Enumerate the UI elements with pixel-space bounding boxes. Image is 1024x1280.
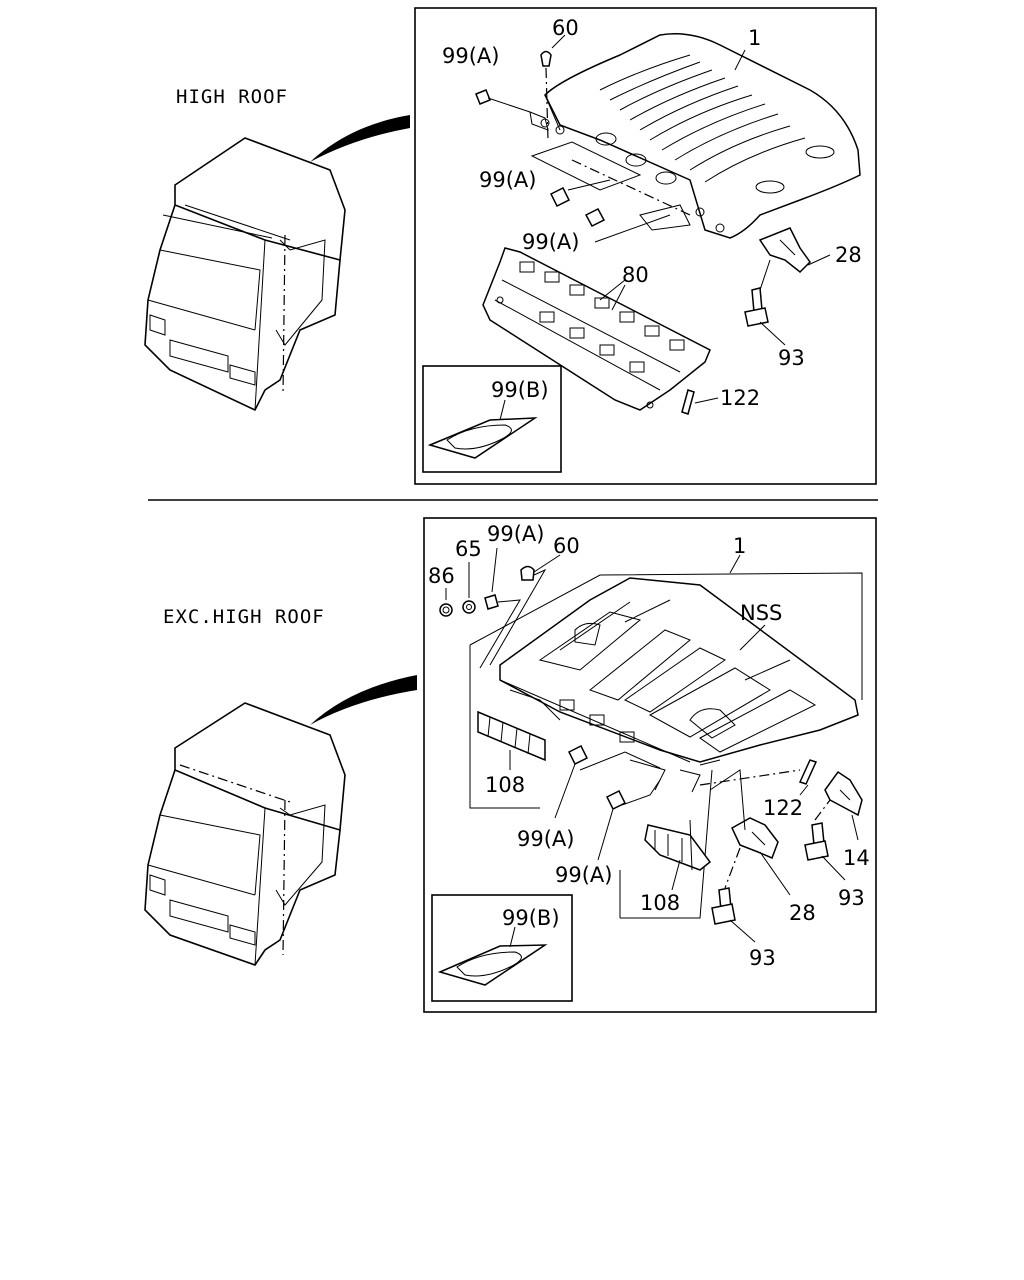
label-99a-3: 99(A) xyxy=(522,230,579,254)
frame-high-roof xyxy=(414,7,877,485)
label-99a-top: 99(A) xyxy=(487,522,544,546)
label-99b: 99(B) xyxy=(491,378,549,402)
cab-illustration-high-roof xyxy=(144,115,410,412)
label-1-std: 1 xyxy=(733,534,746,558)
part-roof-panel-1 xyxy=(529,33,861,239)
part-washer-65 xyxy=(462,600,476,614)
part-bolt-93 xyxy=(744,287,786,346)
part-foam-108-left xyxy=(477,710,546,770)
label-60: 60 xyxy=(552,16,579,40)
label-65: 65 xyxy=(455,537,482,561)
part-foam-108-right xyxy=(644,819,712,891)
section-title-high-roof: HIGH ROOF xyxy=(176,86,288,108)
label-93-right: 93 xyxy=(838,886,865,910)
label-93-lower: 93 xyxy=(749,946,776,970)
label-28: 28 xyxy=(835,243,862,267)
frame-exc-high-roof xyxy=(423,517,877,1013)
part-roof-panel-1-std xyxy=(499,577,859,793)
label-93: 93 xyxy=(778,346,805,370)
label-99a-2: 99(A) xyxy=(479,168,536,192)
label-14: 14 xyxy=(843,846,870,870)
cab-illustration-exc-high-roof xyxy=(144,675,417,966)
label-60-std: 60 xyxy=(553,534,580,558)
label-99a-1: 99(A) xyxy=(442,44,499,68)
label-99a-low: 99(A) xyxy=(555,863,612,887)
part-inner-panel-80 xyxy=(482,247,711,411)
label-28-std: 28 xyxy=(789,901,816,925)
inset-99b-exc-high-roof xyxy=(431,894,573,1002)
label-99b-std: 99(B) xyxy=(502,906,560,930)
label-108-left: 108 xyxy=(485,773,525,797)
label-122: 122 xyxy=(720,386,760,410)
label-80: 80 xyxy=(622,263,649,287)
label-99a-mid: 99(A) xyxy=(517,827,574,851)
section-exc-high-roof: EXC.HIGH ROOF xyxy=(144,517,877,1013)
label-108-right: 108 xyxy=(640,891,680,915)
label-nss: NSS xyxy=(740,601,782,625)
part-nut-86 xyxy=(439,603,453,617)
section-title-exc-high-roof: EXC.HIGH ROOF xyxy=(163,606,325,628)
section-high-roof: HIGH ROOF xyxy=(144,7,877,485)
label-86: 86 xyxy=(428,564,455,588)
inset-99b-high-roof xyxy=(422,365,562,473)
label-1: 1 xyxy=(748,26,761,50)
label-122-std: 122 xyxy=(763,796,803,820)
